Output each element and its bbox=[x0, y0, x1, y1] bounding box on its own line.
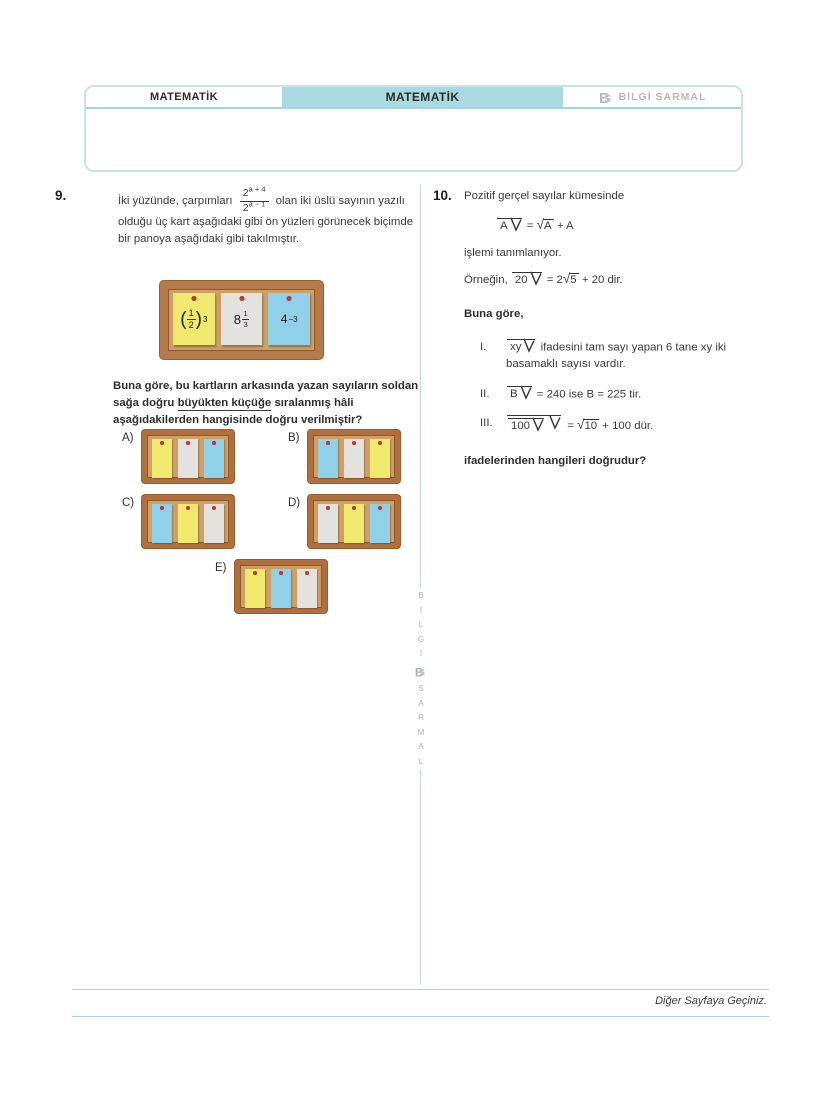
option-e-card-2 bbox=[270, 569, 291, 608]
q9-prompt-underlined: büyükten küçüğe bbox=[177, 397, 272, 411]
q10-item-3: III. 100 = √10 + 100 dür. bbox=[480, 415, 776, 435]
watermark-letter: L bbox=[418, 756, 424, 766]
q10-number: 10. bbox=[433, 188, 452, 203]
item-2-text: = 240 ise B = 225 tir. bbox=[536, 388, 642, 401]
option-a-board bbox=[141, 430, 234, 483]
option-c-card-3 bbox=[204, 504, 225, 543]
q9-intro-pre: İki yüzünde, çarpımları bbox=[118, 195, 233, 208]
option-d-card-1 bbox=[318, 504, 339, 543]
option-d-board bbox=[308, 495, 401, 548]
sqrt: √10 bbox=[577, 417, 600, 433]
option-a-card-1 bbox=[151, 439, 172, 478]
board-card-blue: 4−3 bbox=[268, 293, 311, 345]
column-divider bbox=[420, 184, 421, 985]
option-c-board bbox=[142, 495, 235, 548]
brand-logo-icon: B S bbox=[599, 90, 612, 106]
option-b-letter: B) bbox=[288, 432, 300, 444]
q9-option-c: C) bbox=[122, 495, 235, 548]
op-overline-vee: B bbox=[507, 385, 532, 401]
option-e-card-1 bbox=[244, 569, 265, 608]
item-3-roman: III. bbox=[480, 417, 493, 430]
option-a-letter: A) bbox=[122, 432, 134, 444]
op-overline-vee: 20 bbox=[511, 271, 542, 287]
header-tabs: MATEMATİK MATEMATİK B S BİLGİ SARMAL bbox=[86, 87, 741, 109]
item-1-text: ifadesini tam sayı yapan 6 tane xy iki b… bbox=[506, 341, 727, 371]
option-e-card-3 bbox=[296, 569, 317, 608]
watermark-letter: G bbox=[417, 634, 425, 644]
footer-line-bottom bbox=[72, 1016, 769, 1017]
watermark-letter: A bbox=[418, 742, 424, 751]
page-header: MATEMATİK MATEMATİK B S BİLGİ SARMAL bbox=[84, 85, 743, 172]
watermark-letter: M bbox=[417, 727, 425, 737]
watermark-logo-icon: B S bbox=[415, 665, 425, 678]
sqrt: √5 bbox=[562, 271, 579, 287]
q9-option-a: A) bbox=[122, 430, 234, 483]
option-c-letter: C) bbox=[122, 497, 135, 509]
option-e-letter: E) bbox=[215, 562, 227, 574]
option-b-card-3 bbox=[369, 439, 390, 478]
option-b-board bbox=[307, 430, 400, 483]
q10-example: Örneğin, 20 = 2√5 + 20 dir. bbox=[464, 269, 776, 289]
q9-option-b: B) bbox=[288, 430, 400, 483]
option-e-board bbox=[234, 560, 327, 613]
option-c-card-2 bbox=[178, 504, 199, 543]
q9-prompt-pre: Buna göre, bu kartların arkasında yazan … bbox=[113, 380, 419, 410]
q10-item-1: I. xy ifadesini tam sayı yapan 6 tane xy… bbox=[480, 338, 776, 374]
option-a-card-2 bbox=[177, 439, 198, 478]
q10-item-2: II. B = 240 ise B = 225 tir. bbox=[480, 385, 776, 404]
watermark-letter: S bbox=[418, 684, 424, 693]
q10-body: Pozitif gerçel sayılar kümesinde A = √A … bbox=[464, 188, 776, 471]
header-tab-left-label: MATEMATİK bbox=[150, 91, 218, 103]
watermark-letter: A bbox=[418, 698, 424, 708]
q10-closing: ifadelerinden hangileri doğrudur? bbox=[464, 455, 647, 468]
svg-text:B: B bbox=[415, 665, 424, 678]
sqrt: √A bbox=[536, 217, 554, 233]
option-d-card-3 bbox=[370, 504, 391, 543]
q9-intro-rest: yazılı olduğu üç kart aşağıdaki gibi ön … bbox=[118, 195, 414, 246]
op-overline-vee: xy bbox=[507, 338, 536, 354]
watermark-letter: İ bbox=[419, 605, 423, 615]
q10-definition: A = √A + A bbox=[496, 215, 776, 235]
header-tab-center-label: MATEMATİK bbox=[385, 90, 460, 104]
op-overline-vee: A bbox=[497, 217, 522, 233]
option-b-card-2 bbox=[343, 439, 364, 478]
q9-prompt-rest: sıralanmış hâli aşağıdakilerden hangisin… bbox=[113, 397, 363, 427]
q9-option-e: E) bbox=[215, 560, 327, 613]
option-a-card-3 bbox=[203, 439, 224, 478]
svg-text:S: S bbox=[419, 667, 425, 677]
q9-option-d: D) bbox=[288, 495, 401, 548]
q9-intro-post: olan iki üslü sayının bbox=[275, 195, 376, 208]
header-tab-left: MATEMATİK bbox=[86, 87, 282, 107]
header-tab-center: MATEMATİK bbox=[282, 87, 563, 107]
svg-text:S: S bbox=[604, 93, 612, 105]
watermark: B İ L G İ B S S A R M A L bbox=[411, 588, 431, 770]
watermark-letter: R bbox=[418, 713, 424, 722]
option-d-card-2 bbox=[344, 504, 365, 543]
q9-number: 9. bbox=[55, 188, 67, 203]
q9-prompt: Buna göre, bu kartların arkasında yazan … bbox=[113, 378, 433, 429]
option-d-letter: D) bbox=[288, 497, 301, 509]
item-2-roman: II. bbox=[480, 387, 490, 400]
q10-line1: Pozitif gerçel sayılar kümesinde bbox=[464, 190, 625, 202]
item-1-roman: I. bbox=[480, 340, 487, 353]
q10-line3: işlemi tanımlanıyor. bbox=[464, 247, 562, 260]
footer-note: Diğer Sayfaya Geçiniz. bbox=[655, 995, 767, 1007]
svg-text:B: B bbox=[599, 90, 611, 106]
footer-line-top bbox=[72, 989, 769, 990]
watermark-letter: İ bbox=[419, 649, 423, 658]
watermark-letter: L bbox=[418, 620, 424, 629]
q10-buna-gore: Buna göre, bbox=[464, 307, 524, 320]
option-c-card-1 bbox=[152, 504, 173, 543]
brand-label: BİLGİ SARMAL bbox=[618, 91, 707, 103]
header-brand: B S BİLGİ SARMAL bbox=[563, 87, 741, 107]
option-b-card-1 bbox=[317, 439, 338, 478]
watermark-letter: B bbox=[418, 591, 424, 600]
op-overline-vee-double: 100 bbox=[507, 415, 562, 433]
